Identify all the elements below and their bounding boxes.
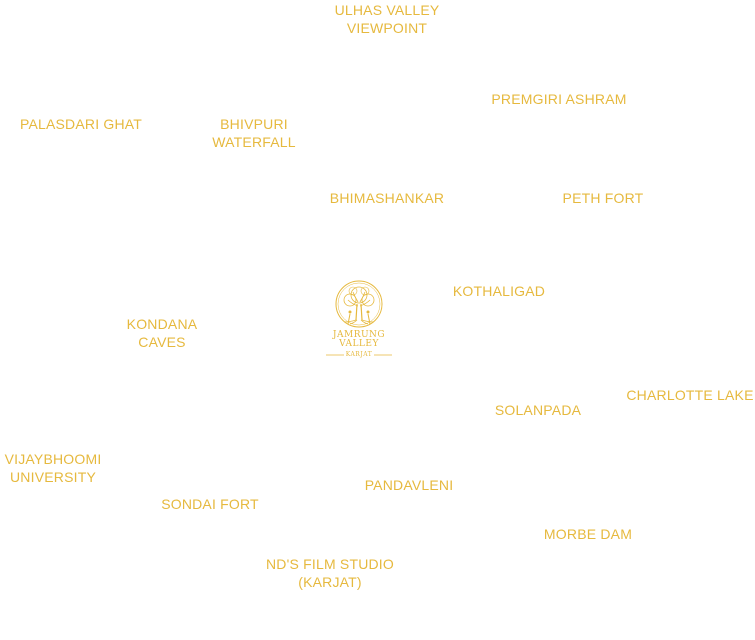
logo-sub-text: VALLEY xyxy=(339,339,379,349)
place-peth-fort[interactable]: PETH FORT xyxy=(563,189,644,207)
place-label-line: SONDAI FORT xyxy=(161,496,259,512)
place-charlotte-lake[interactable]: CHARLOTTE LAKE xyxy=(626,386,753,404)
place-premgiri-ashram[interactable]: PREMGIRI ASHRAM xyxy=(491,90,626,108)
tree-of-life-icon xyxy=(326,280,392,356)
place-palasdari-ghat[interactable]: PALASDARI GHAT xyxy=(20,115,142,133)
place-label-line: KONDANA xyxy=(126,316,198,332)
logo-brand-text: JAMRUNG xyxy=(332,330,386,340)
place-label-line: VIEWPOINT xyxy=(346,20,428,36)
place-label-line: PREMGIRI ASHRAM xyxy=(491,91,627,107)
place-label-line: ND'S FILM STUDIO xyxy=(266,556,394,572)
place-label-line: (KARJAT) xyxy=(298,574,362,590)
place-nds-film-studio[interactable]: ND'S FILM STUDIO (KARJAT) xyxy=(266,555,394,591)
place-pandavleni[interactable]: PANDAVLENI xyxy=(365,476,454,494)
place-bhivpuri-waterfall[interactable]: BHIVPURI WATERFALL xyxy=(212,115,295,151)
place-sondai-fort[interactable]: SONDAI FORT xyxy=(161,495,259,513)
place-kondana-caves[interactable]: KONDANA CAVES xyxy=(127,315,198,351)
place-label-line: PALASDARI GHAT xyxy=(19,116,143,132)
place-label-line: CHARLOTTE LAKE xyxy=(626,387,754,403)
place-label-line: PANDAVLENI xyxy=(364,477,454,493)
place-morbe-dam[interactable]: MORBE DAM xyxy=(544,525,632,543)
place-label-line: MORBE DAM xyxy=(543,526,633,542)
place-label-line: BHIMASHANKAR xyxy=(329,190,445,206)
place-label-line: ULHAS VALLEY xyxy=(334,2,440,18)
place-kothaligad[interactable]: KOTHALIGAD xyxy=(453,282,545,300)
place-solanpada[interactable]: SOLANPADA xyxy=(495,401,581,419)
place-bhimashankar[interactable]: BHIMASHANKAR xyxy=(330,189,444,207)
place-label-line: VIJAYBHOOMI xyxy=(4,451,102,467)
place-vijaybhoomi-university[interactable]: VIJAYBHOOMI UNIVERSITY xyxy=(5,450,102,486)
place-label-line: KOTHALIGAD xyxy=(452,283,546,299)
place-label-line: SOLANPADA xyxy=(494,402,582,418)
place-label-line: CAVES xyxy=(138,334,186,350)
place-label-line: WATERFALL xyxy=(212,134,296,150)
logo-city-text: KARJAT xyxy=(345,351,373,358)
place-label-line: PETH FORT xyxy=(562,190,644,206)
jamrung-valley-logo: JAMRUNG VALLEY KARJAT xyxy=(322,280,396,362)
place-label-line: BHIVPURI xyxy=(220,116,288,132)
place-ulhas-valley-viewpoint[interactable]: ULHAS VALLEY VIEWPOINT xyxy=(335,1,440,37)
place-label-line: UNIVERSITY xyxy=(9,469,96,485)
